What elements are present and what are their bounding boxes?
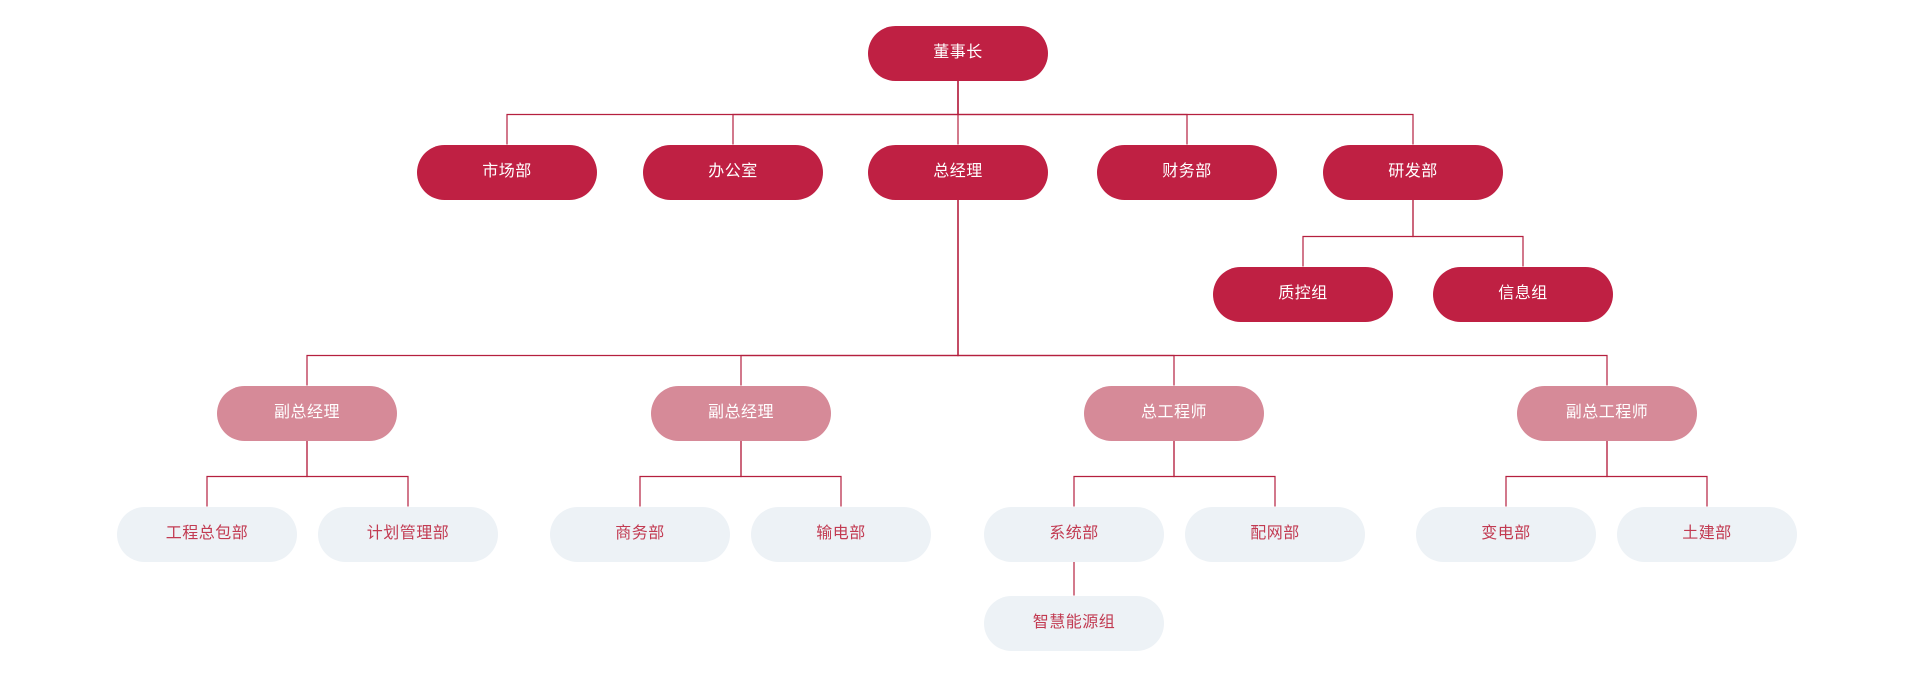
connector-line [740, 440, 842, 507]
org-node-label: 总工程师 [1140, 404, 1207, 421]
org-node-label: 办公室 [708, 163, 758, 180]
org-node-deputy-gm-2[interactable]: 副总经理 [651, 385, 831, 441]
org-node-label: 质控组 [1278, 285, 1328, 302]
org-node-marketing-dept[interactable]: 市场部 [417, 144, 597, 200]
connector-line [206, 440, 308, 507]
org-node-label: 市场部 [482, 163, 532, 180]
org-node-general-manager[interactable]: 总经理 [868, 144, 1048, 200]
org-node-label: 土建部 [1682, 525, 1732, 542]
connector-line [1173, 440, 1276, 507]
org-node-label: 董事长 [933, 44, 983, 61]
connector-line [506, 80, 959, 145]
connector-line [957, 199, 1175, 386]
org-node-info-group[interactable]: 信息组 [1433, 266, 1613, 322]
org-node-civil-dept[interactable]: 土建部 [1617, 506, 1797, 562]
org-node-chief-engineer[interactable]: 总工程师 [1084, 385, 1264, 441]
org-node-label: 副总工程师 [1565, 404, 1649, 421]
connector-line [306, 440, 409, 507]
org-node-label: 研发部 [1388, 163, 1438, 180]
org-node-label: 总经理 [933, 163, 983, 180]
org-node-label: 输电部 [816, 525, 866, 542]
connector-line [639, 440, 742, 507]
org-node-label: 商务部 [615, 525, 665, 542]
org-node-distribution-dept[interactable]: 配网部 [1185, 506, 1365, 562]
org-node-label: 副总经理 [273, 404, 340, 421]
org-node-planning-dept[interactable]: 计划管理部 [318, 506, 498, 562]
connector-line [1606, 440, 1708, 507]
org-node-label: 财务部 [1162, 163, 1212, 180]
org-node-finance-dept[interactable]: 财务部 [1097, 144, 1277, 200]
connector-line [1412, 199, 1524, 267]
connector-line [1073, 440, 1175, 507]
org-node-label: 变电部 [1481, 525, 1531, 542]
connector-line [732, 80, 959, 145]
org-node-transmission-dept[interactable]: 输电部 [751, 506, 931, 562]
org-node-substation-dept[interactable]: 变电部 [1416, 506, 1596, 562]
org-node-label: 系统部 [1049, 525, 1099, 542]
org-node-label: 计划管理部 [366, 525, 450, 542]
org-node-commerce-dept[interactable]: 商务部 [550, 506, 730, 562]
org-node-label: 信息组 [1498, 285, 1548, 302]
org-node-rnd-dept[interactable]: 研发部 [1323, 144, 1503, 200]
connector-line [957, 80, 1188, 145]
connector-line [957, 80, 1414, 145]
org-node-office[interactable]: 办公室 [643, 144, 823, 200]
org-node-label: 副总经理 [707, 404, 774, 421]
connector-line [1302, 199, 1414, 267]
connector-line [740, 199, 959, 386]
org-node-deputy-chief-eng[interactable]: 副总工程师 [1517, 385, 1697, 441]
connector-line [306, 199, 959, 386]
org-node-label: 配网部 [1250, 525, 1300, 542]
org-node-qc-group[interactable]: 质控组 [1213, 266, 1393, 322]
org-node-label: 工程总包部 [165, 525, 249, 542]
org-node-chairman[interactable]: 董事长 [868, 25, 1048, 81]
connector-line [1505, 440, 1608, 507]
org-node-deputy-gm-1[interactable]: 副总经理 [217, 385, 397, 441]
org-node-system-dept[interactable]: 系统部 [984, 506, 1164, 562]
org-node-smart-energy[interactable]: 智慧能源组 [984, 595, 1164, 651]
org-node-label: 智慧能源组 [1032, 614, 1116, 631]
org-node-epc-dept[interactable]: 工程总包部 [117, 506, 297, 562]
